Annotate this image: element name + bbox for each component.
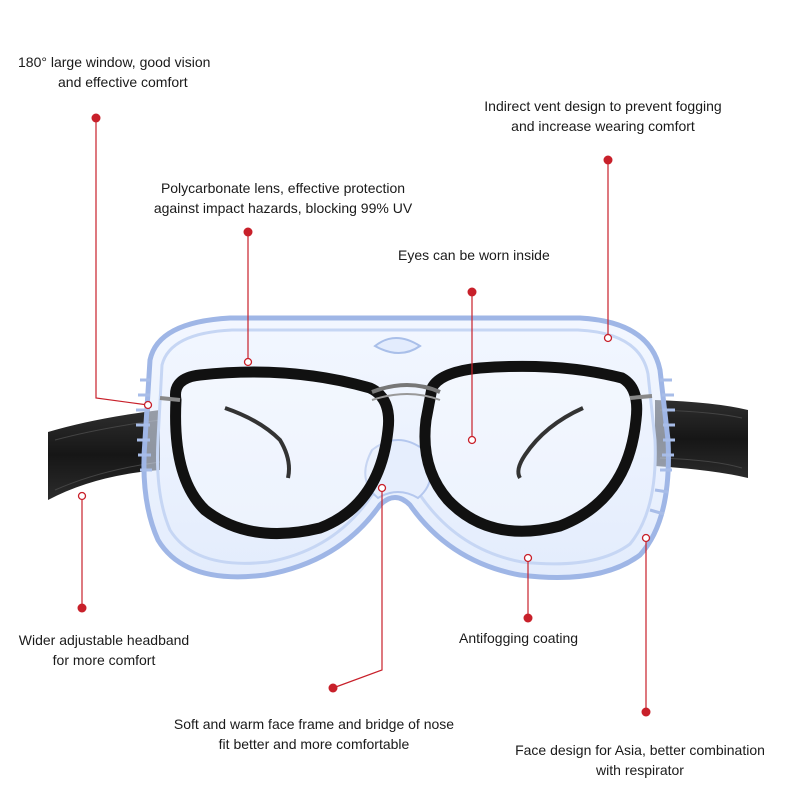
callout-dot-eyes — [467, 287, 477, 297]
annotation-face-design-line1: Face design for Asia, better combination — [515, 742, 765, 758]
annotation-antifog: Antifogging coating — [459, 628, 578, 648]
annotation-face-frame-line1: Soft and warm face frame and bridge of n… — [173, 716, 455, 732]
annotation-window-line1: 180° large window, good vision — [18, 54, 211, 70]
callout-target-headband — [77, 491, 87, 501]
callout-target-window — [143, 400, 153, 410]
callout-dot-headband — [77, 603, 87, 613]
annotation-eyes-line1: Eyes can be worn inside — [398, 247, 550, 263]
annotation-face-frame: Soft and warm face frame and bridge of n… — [164, 714, 464, 754]
callout-target-face-frame — [377, 483, 387, 493]
callout-line-face-frame — [332, 490, 383, 689]
callout-target-lens — [243, 357, 253, 367]
callout-dot-window — [91, 113, 101, 123]
callout-target-face-design — [641, 533, 651, 543]
annotation-headband-line2: for more comfort — [52, 652, 156, 668]
callout-dot-antifog — [523, 613, 533, 623]
annotation-eyes: Eyes can be worn inside — [398, 245, 550, 265]
annotation-window: 180° large window, good vision and effec… — [18, 52, 210, 92]
callout-target-eyes — [467, 435, 477, 445]
callout-target-vent — [603, 333, 613, 343]
annotation-vent: Indirect vent design to prevent fogging … — [468, 96, 738, 136]
goggle-frame — [136, 315, 675, 580]
callout-lines — [81, 118, 647, 712]
callout-dot-vent — [603, 155, 613, 165]
annotation-lens: Polycarbonate lens, effective protection… — [148, 178, 418, 218]
annotation-face-design: Face design for Asia, better combination… — [500, 740, 780, 780]
callout-dots — [77, 113, 651, 717]
callout-dot-face-design — [641, 707, 651, 717]
annotation-window-line2: and effective comfort — [58, 74, 188, 90]
annotation-vent-line1: Indirect vent design to prevent fogging — [484, 98, 722, 114]
annotation-face-frame-line2: fit better and more comfortable — [218, 736, 410, 752]
annotation-headband-line1: Wider adjustable headband — [18, 632, 190, 648]
callout-target-antifog — [523, 553, 533, 563]
prescription-glasses — [159, 360, 653, 540]
callout-line-window — [95, 118, 149, 406]
annotation-face-design-line2: with respirator — [596, 762, 684, 778]
annotation-antifog-line1: Antifogging coating — [459, 630, 579, 646]
callout-dot-face-frame — [328, 683, 338, 693]
callout-targets — [77, 333, 651, 563]
annotation-lens-line1: Polycarbonate lens, effective protection — [160, 180, 406, 196]
annotation-lens-line2: against impact hazards, blocking 99% UV — [153, 200, 413, 216]
annotation-headband: Wider adjustable headband for more comfo… — [10, 630, 198, 670]
callout-dot-lens — [243, 227, 253, 237]
annotation-vent-line2: and increase wearing comfort — [511, 118, 695, 134]
